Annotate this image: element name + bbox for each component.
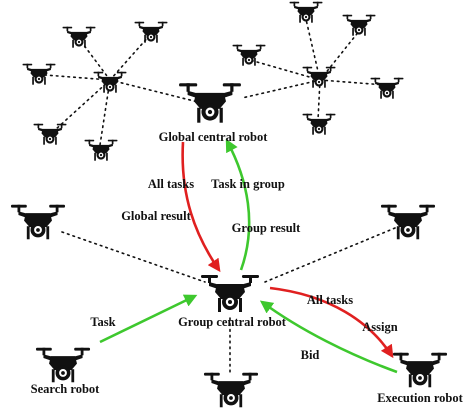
bid-label: Bid: [301, 348, 320, 362]
drone-icon: [289, 1, 323, 23]
global-result-label: Global result: [121, 209, 191, 223]
bid-arrow: [259, 300, 398, 374]
drones: [10, 1, 448, 408]
task-arrow: [99, 294, 198, 344]
execution-robot-drone-icon: [392, 352, 448, 388]
drone-icon: [203, 372, 259, 408]
task-in-group-label: Task in group: [211, 177, 285, 191]
global-central-robot-label: Global central robot: [159, 130, 269, 144]
all-tasks-assign-arrow: [269, 286, 394, 359]
group-central-drone-icon: [201, 275, 259, 312]
group-central-robot-label: Group central robot: [178, 315, 287, 329]
drone-icon: [232, 44, 266, 66]
all-tasks-arrow: [181, 141, 221, 273]
execution-robot-label: Execution robot: [377, 391, 463, 405]
drone-icon: [380, 204, 436, 240]
drone-icon: [62, 26, 96, 48]
search-robot-drone-icon: [35, 347, 91, 383]
drone-icon: [370, 77, 404, 99]
assign-label: Assign: [362, 320, 397, 334]
drone-icon: [10, 204, 66, 240]
drone-icon: [342, 14, 376, 36]
all-tasks-right-label: All tasks: [307, 293, 353, 307]
group-result-arrow: [225, 138, 251, 271]
drone-icon: [302, 113, 336, 135]
group-result-label: Group result: [232, 221, 301, 235]
drone-icon: [134, 21, 168, 43]
search-robot-label: Search robot: [31, 382, 100, 396]
arrows: [99, 138, 398, 374]
task-label: Task: [90, 315, 115, 329]
all-tasks-down-label: All tasks: [148, 177, 194, 191]
drone-icon: [33, 123, 67, 145]
global-central-drone-icon: [179, 83, 241, 123]
drone-icon: [22, 63, 56, 85]
